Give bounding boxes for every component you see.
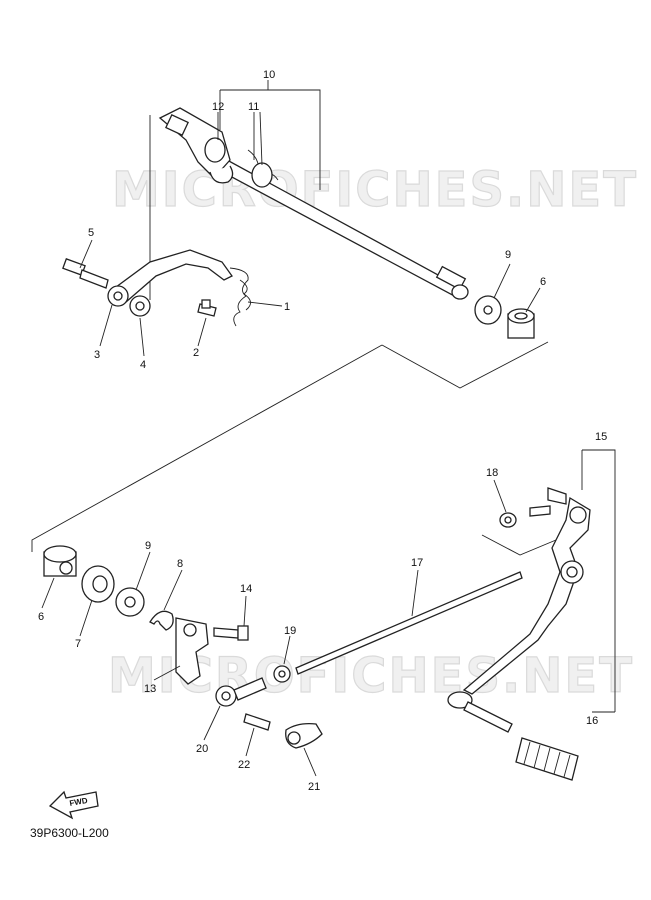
callout-6-top: 6 — [540, 276, 546, 288]
shaft-spring-11 — [209, 149, 279, 188]
callout-9-bottom: 9 — [145, 540, 151, 552]
callout-10: 10 — [263, 69, 275, 81]
diagram-code: 39P6300-L200 — [30, 826, 109, 840]
boundary-line-right — [381, 341, 549, 389]
callout-8: 8 — [177, 558, 183, 570]
washer-9-bottom — [115, 587, 145, 617]
callout-11: 11 — [248, 101, 259, 113]
bolt-22 — [243, 713, 271, 731]
collar-6-top — [507, 308, 535, 339]
callout-13: 13 — [144, 683, 156, 695]
callout-20: 20 — [196, 743, 208, 755]
collar-6-bottom — [43, 545, 77, 577]
fwd-label: FWD — [69, 796, 89, 808]
callout-2: 2 — [193, 347, 199, 359]
nut-19 — [273, 665, 291, 683]
collar-4 — [129, 295, 151, 317]
nut-18 — [499, 512, 517, 528]
callout-21: 21 — [308, 781, 320, 793]
watermark-top: MICROFICHES.NET — [112, 162, 638, 218]
joint-20 — [215, 677, 267, 707]
callout-18: 18 — [486, 467, 498, 479]
boundary-line-left — [31, 344, 383, 552]
callout-12: 12 — [212, 101, 224, 113]
callout-17: 17 — [411, 557, 423, 569]
bracket-10 — [220, 89, 321, 190]
shift-pedal-15 — [447, 487, 591, 733]
callout-19: 19 — [284, 625, 296, 637]
callout-16: 16 — [586, 715, 598, 727]
callout-1: 1 — [284, 301, 290, 313]
cover-21 — [285, 722, 323, 749]
bolt-2 — [197, 299, 217, 317]
shift-arm-13 — [175, 617, 209, 685]
callout-5: 5 — [88, 227, 94, 239]
callout-15: 15 — [595, 431, 607, 443]
spring-1 — [229, 267, 251, 327]
callout-6-bottom: 6 — [38, 611, 44, 623]
bracket-15 — [582, 449, 616, 712]
fwd-arrow-icon: FWD — [48, 790, 99, 820]
callout-4: 4 — [140, 359, 146, 371]
shift-rod-17 — [295, 571, 523, 675]
leader-lines — [41, 80, 615, 777]
callout-14: 14 — [240, 583, 252, 595]
callout-9-top: 9 — [505, 249, 511, 261]
boundary-line-lower — [481, 534, 557, 556]
pedal-rubber-16 — [515, 737, 579, 781]
circlip-8 — [149, 610, 174, 631]
callout-3: 3 — [94, 349, 100, 361]
callout-7: 7 — [75, 638, 81, 650]
callout-22: 22 — [238, 759, 250, 771]
bolt-5 — [62, 258, 109, 289]
bolt-14 — [213, 625, 249, 641]
shift-arm-3 — [107, 249, 233, 307]
bearing-7 — [81, 565, 115, 603]
